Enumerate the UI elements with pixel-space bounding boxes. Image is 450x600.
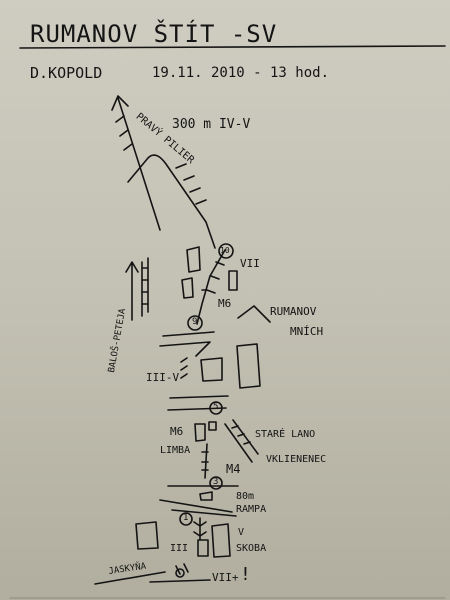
- belay-circle-1: [179, 512, 193, 526]
- belay-circle-5: [209, 401, 223, 415]
- rock-9: [199, 491, 213, 501]
- date-time: 19.11. 2010 - 13 hod.: [152, 65, 330, 81]
- route-hatch-upper: [206, 261, 225, 294]
- route-length-grade: 300 m IV-V: [172, 117, 251, 132]
- rock-3: [228, 270, 238, 291]
- rock-12: [197, 539, 209, 557]
- rock-1: [186, 246, 201, 273]
- ledge-9: [159, 331, 215, 357]
- rock-11: [211, 523, 231, 558]
- grade-v-right: V: [238, 527, 245, 538]
- ledge-5: [167, 395, 229, 411]
- stare-lano-label: STARÉ LANO: [255, 429, 316, 440]
- mnich-peak: [237, 305, 271, 323]
- belay-9: 9: [192, 317, 198, 327]
- grade-iii: III: [170, 543, 189, 554]
- pillar-hatch: [175, 163, 207, 205]
- rock-2: [181, 277, 194, 299]
- route-hatch-mid: [180, 357, 188, 379]
- stare-lano-rope: [224, 419, 259, 463]
- author-name: D.KOPOLD: [30, 64, 103, 82]
- belay-circle-10: [218, 243, 234, 259]
- grade-m4: M4: [226, 462, 241, 476]
- route-line-upper: [196, 249, 226, 325]
- rock-8: [208, 421, 217, 431]
- belay-3: 3: [213, 477, 219, 487]
- belay-10: 10: [220, 246, 230, 255]
- rampa-length: 80m: [236, 491, 255, 502]
- rampa-label: RAMPA: [236, 504, 267, 515]
- route-line-mid: [204, 443, 208, 479]
- left-arrow: [125, 261, 139, 321]
- title-underline: [19, 45, 446, 49]
- left-rail: [141, 257, 149, 317]
- stare-lano-hatch: [231, 425, 251, 445]
- summit-arrow-hatch: [115, 115, 133, 151]
- grade-iii-v: III-V: [146, 371, 180, 384]
- rock-10: [135, 521, 159, 550]
- belay-1: 1: [183, 513, 189, 523]
- left-rail-hatch: [141, 267, 149, 305]
- belay-circle-9: [187, 315, 203, 331]
- rampa-ledge: [159, 485, 239, 517]
- mnich-label: MNÍCH: [290, 325, 324, 338]
- route-line-lower: [193, 517, 207, 541]
- cave-line: [94, 571, 211, 585]
- grade-m6-lower: M6: [170, 425, 184, 438]
- ridge-line: [127, 154, 216, 249]
- belay-5: 5: [213, 402, 219, 412]
- rock-6: [200, 357, 223, 382]
- rock-7: [194, 423, 206, 442]
- rock-5: [236, 343, 261, 389]
- grade-m6-upper: M6: [218, 297, 232, 310]
- grade-vii-plus: VII+: [212, 571, 239, 584]
- grade-vii: VII: [240, 257, 260, 270]
- exclamation-mark: !: [240, 564, 251, 585]
- summit-arrow: [111, 95, 161, 231]
- vklienenec-label: VKLIENENEC: [266, 454, 327, 465]
- limba-label: LIMBA: [160, 445, 191, 456]
- belay-circle-3: [209, 476, 223, 490]
- rumanov-label: RUMANOV: [270, 305, 317, 318]
- cave-mark: [175, 568, 185, 578]
- page-title: RUMANOV ŠTÍT -SV: [30, 20, 278, 48]
- skoba-label: SKOBA: [236, 543, 267, 554]
- route-hatch-lower: [201, 451, 209, 471]
